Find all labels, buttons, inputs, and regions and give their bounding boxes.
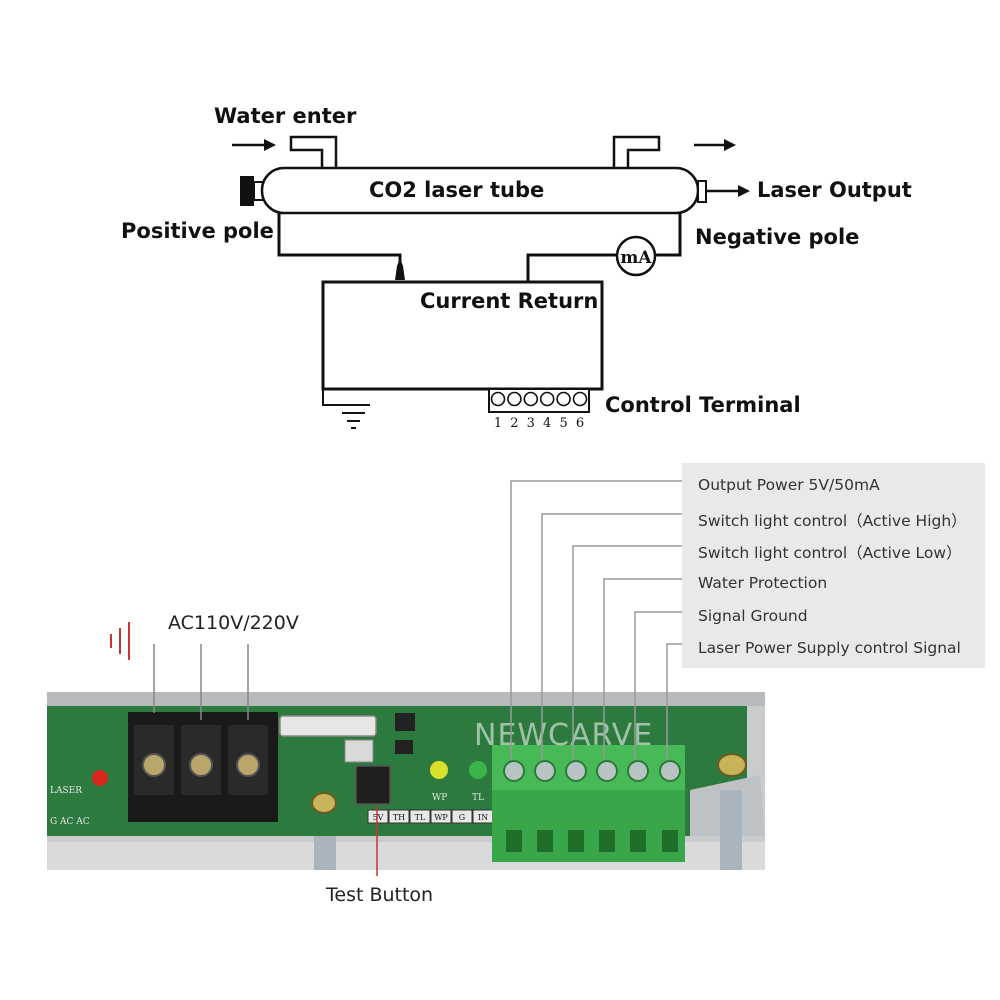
- signal-terminal-slot: [630, 830, 646, 852]
- tl-led: [469, 761, 487, 779]
- terminal-number: 5: [559, 416, 567, 431]
- negative-wire: [656, 213, 682, 257]
- hv-connector: [395, 258, 405, 280]
- signal-terminal-screw: [565, 760, 587, 782]
- strip-label-text: TL: [415, 813, 426, 822]
- strip-label-box: [388, 809, 410, 824]
- terminal-number: 2: [510, 416, 518, 431]
- ac-indicator-ticks: [110, 622, 130, 660]
- signal-leader-lines: [510, 480, 690, 760]
- signal-leader: [510, 480, 690, 760]
- red-led: [92, 770, 108, 786]
- rear-cap: [240, 176, 254, 206]
- signal-terminal-slot: [662, 830, 678, 852]
- terminal-screw: [572, 391, 588, 407]
- terminal-screw: [539, 391, 555, 407]
- signal-leader: [541, 513, 690, 760]
- signal-switch-active-high: Switch light control（Active High）: [698, 512, 967, 530]
- milliammeter-icon: [615, 235, 657, 277]
- signal-leader: [634, 611, 690, 760]
- control-terminal-block: [488, 388, 590, 413]
- strip-label-box: [367, 809, 389, 824]
- meter-label: mA: [620, 248, 652, 268]
- board-label-tl: TL: [472, 793, 484, 803]
- water-protect-led: [430, 761, 448, 779]
- signal-terminal-slot: [537, 830, 553, 852]
- test-button[interactable]: [355, 765, 391, 805]
- water-inlet-arrow: [232, 139, 276, 151]
- signal-laser-control: Laser Power Supply control Signal: [698, 639, 961, 657]
- negative-pole-label: Negative pole: [695, 225, 860, 249]
- signal-terminal-screw: [503, 760, 525, 782]
- signal-switch-active-low: Switch light control（Active Low）: [698, 544, 962, 562]
- terminal-screw: [507, 391, 522, 407]
- signal-terminal-slot: [506, 830, 522, 852]
- signal-terminal-screw: [627, 760, 649, 782]
- power-supply-box: [321, 280, 604, 391]
- signal-leader: [603, 578, 690, 760]
- signal-output-power: Output Power 5V/50mA: [698, 476, 880, 494]
- fuse: [279, 715, 377, 737]
- ac-leader-lines: [153, 644, 249, 720]
- signal-ground: Signal Ground: [698, 607, 808, 625]
- positive-pole-label: Positive pole: [121, 219, 274, 243]
- signal-terminal-slot: [568, 830, 584, 852]
- strip-label-text: WP: [434, 813, 448, 822]
- laser-output-arrow: [706, 185, 750, 197]
- strip-label-box: [409, 809, 431, 824]
- water-enter-label: Water enter: [214, 104, 357, 128]
- strip-label-box: [451, 809, 473, 824]
- terminal-screw: [523, 391, 539, 407]
- water-outlet-arrow: [694, 139, 736, 151]
- signal-terminal-block: [492, 745, 685, 862]
- test-button-label: Test Button: [326, 884, 434, 906]
- tube-label: CO2 laser tube: [369, 178, 545, 202]
- signal-water-protection: Water Protection: [698, 574, 828, 592]
- board-label-wp: WP: [432, 793, 447, 803]
- strip-label-box: [430, 809, 452, 824]
- terminal-number: 6: [576, 416, 584, 431]
- terminal-number: 3: [527, 416, 535, 431]
- signal-terminal-screw: [659, 760, 681, 782]
- standoff: [720, 790, 742, 870]
- signal-legend-panel: Output Power 5V/50mA Switch light contro…: [682, 463, 985, 668]
- terminal-screw: [556, 391, 571, 407]
- ac-voltage-label: AC110V/220V: [168, 612, 299, 634]
- terminal-number: 1: [494, 416, 502, 431]
- board-label-g-ac-ac: G AC AC: [50, 817, 90, 827]
- current-return-label: Current Return: [420, 289, 599, 313]
- strip-label-text: G: [459, 813, 465, 822]
- laser-output-label: Laser Output: [757, 178, 912, 202]
- signal-terminal-screw: [534, 760, 556, 782]
- terminal-screw: [490, 391, 506, 407]
- signal-terminal-slot: [599, 830, 615, 852]
- ground-icon: [322, 389, 370, 429]
- board-label-laser: LASER: [50, 786, 82, 796]
- strip-label-text: 5V: [373, 813, 384, 822]
- control-terminal-label: Control Terminal: [605, 393, 801, 417]
- strip-label-text: IN: [478, 813, 488, 822]
- terminal-number: 4: [543, 416, 551, 431]
- terminal-strip-labels: 5V TH TL WP G IN: [367, 809, 494, 824]
- signal-terminal-screw: [596, 760, 618, 782]
- watermark: NEWCARVE: [474, 718, 653, 753]
- strip-label-text: TH: [393, 813, 405, 822]
- standoff: [314, 836, 336, 870]
- signal-leader: [572, 545, 690, 760]
- ac-terminal-block: [128, 712, 278, 822]
